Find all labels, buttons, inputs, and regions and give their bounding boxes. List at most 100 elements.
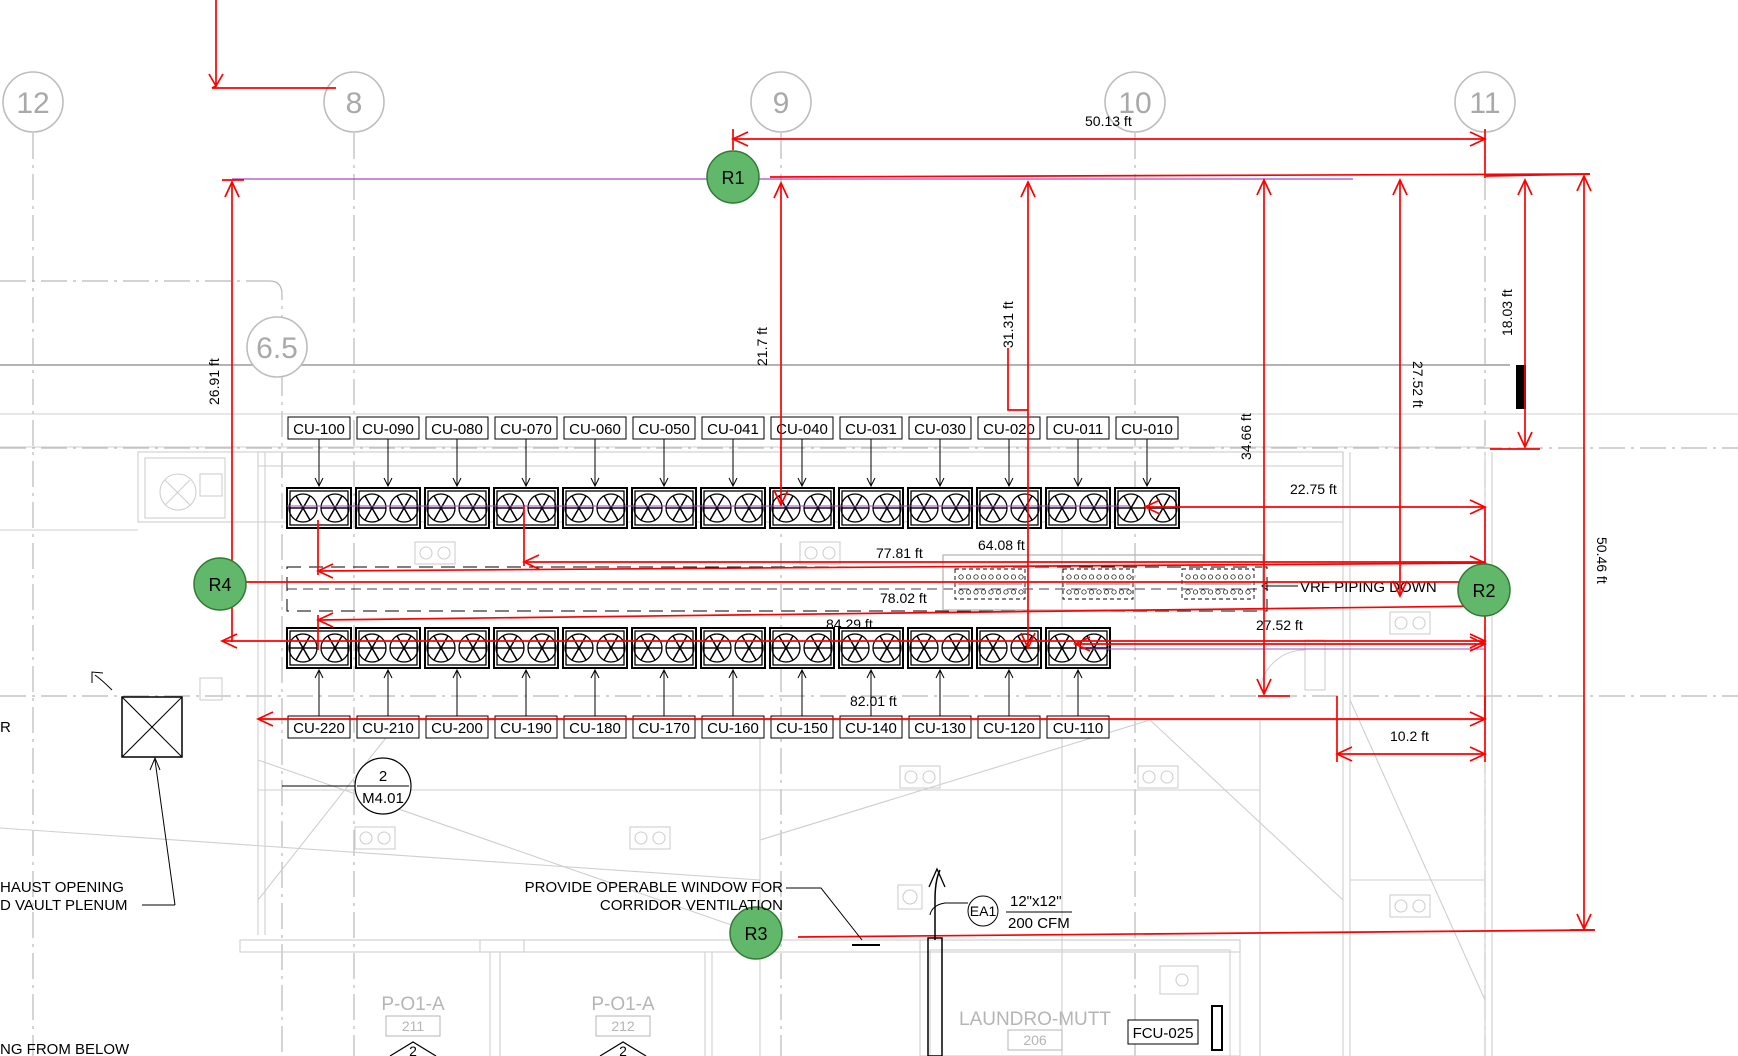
unit-tag-label: CU-190 xyxy=(500,720,552,737)
condensing-unit[interactable]: CU-011 xyxy=(1045,416,1111,529)
unit-tag-label: CU-050 xyxy=(638,421,690,438)
vrf-branch-box-1 xyxy=(954,568,1026,600)
grid-bubble-11: 11 xyxy=(1454,71,1516,133)
fcu-tag-label: FCU-025 xyxy=(1133,1025,1194,1042)
unit-tag: CU-030 xyxy=(908,416,972,440)
svg-text:P-O1-A: P-O1-A xyxy=(591,994,655,1015)
dimension-26-91: 26.91 ft xyxy=(206,358,222,405)
unit-tag-label: CU-160 xyxy=(707,720,759,737)
unit-tag-label: CU-030 xyxy=(914,421,966,438)
condensing-unit[interactable]: CU-020 xyxy=(976,416,1042,529)
unit-tag: CU-180 xyxy=(563,715,627,739)
vrf-branch-box-2 xyxy=(1062,568,1134,600)
unit-tag: CU-120 xyxy=(977,715,1041,739)
exhaust-note-line-2: D VAULT PLENUM xyxy=(0,897,128,914)
svg-text:8: 8 xyxy=(346,87,363,120)
marker-r3[interactable]: R3 xyxy=(729,906,783,960)
marker-r4[interactable]: R4 xyxy=(193,557,247,611)
condensing-unit[interactable]: CU-180 xyxy=(562,627,628,739)
unit-tag-label: CU-040 xyxy=(776,421,828,438)
unit-tag-label: CU-010 xyxy=(1121,421,1173,438)
unit-tag-label: CU-100 xyxy=(293,421,345,438)
unit-tag: CU-020 xyxy=(977,416,1041,440)
room-211: P-O1-A 211 2 xyxy=(381,994,445,1056)
section-callout[interactable]: 2 M4.01 xyxy=(282,757,412,815)
dimension-10-2: 10.2 ft xyxy=(1390,728,1429,744)
svg-text:10: 10 xyxy=(1118,87,1151,120)
section-callout-number: 2 xyxy=(379,768,387,785)
unit-tag: CU-080 xyxy=(425,416,489,440)
condensing-unit[interactable]: CU-041 xyxy=(700,416,766,529)
condensing-unit[interactable]: CU-060 xyxy=(562,416,628,529)
condensing-unit[interactable]: CU-220 xyxy=(286,627,352,739)
unit-tag-label: CU-140 xyxy=(845,720,897,737)
operable-window-note: PROVIDE OPERABLE WINDOW FOR CORRIDOR VEN… xyxy=(525,879,880,946)
marker-r2[interactable]: R2 xyxy=(1457,563,1511,617)
condensing-unit[interactable]: CU-160 xyxy=(700,627,766,739)
unit-tag-label: CU-150 xyxy=(776,720,828,737)
condensing-unit[interactable]: CU-130 xyxy=(907,627,973,739)
dimension-27-52-horizontal: 27.52 ft xyxy=(1256,617,1303,633)
grid-bubbles: 12 8 9 10 11 6.5 xyxy=(2,71,1516,378)
unit-tag: CU-031 xyxy=(839,416,903,440)
svg-text:211: 211 xyxy=(402,1018,425,1034)
unit-tag-label: CU-060 xyxy=(569,421,621,438)
section-callout-sheet: M4.01 xyxy=(362,790,404,807)
condensing-unit[interactable]: CU-170 xyxy=(631,627,697,739)
condensing-unit[interactable]: CU-110 xyxy=(1045,627,1111,739)
unit-tag-label: CU-210 xyxy=(362,720,414,737)
condensing-unit[interactable]: CU-040 xyxy=(769,416,835,529)
svg-text:P-O1-A: P-O1-A xyxy=(381,994,445,1015)
dimension-77-81: 77.81 ft xyxy=(876,545,923,561)
room-flag-212: 2 xyxy=(619,1043,627,1056)
unit-tag: CU-010 xyxy=(1115,416,1179,440)
dimension-78-02: 78.02 ft xyxy=(880,590,927,606)
condensing-unit[interactable]: CU-120 xyxy=(976,627,1042,739)
survey-markers: R1 R2 R3 R4 xyxy=(193,150,1511,960)
unit-tag: CU-170 xyxy=(632,715,696,739)
condensing-units-top-row: CU-100 CU-090 CU-080 CU-070 CU-060 CU-050 CU-0… xyxy=(286,416,1180,529)
condensing-unit[interactable]: CU-140 xyxy=(838,627,904,739)
unit-tag: CU-011 xyxy=(1046,416,1110,440)
purple-reference-lines xyxy=(232,178,1485,650)
unit-tag: CU-220 xyxy=(287,715,351,739)
condensing-unit[interactable]: CU-050 xyxy=(631,416,697,529)
unit-tag-label: CU-070 xyxy=(500,421,552,438)
room-212: P-O1-A 212 2 xyxy=(591,994,655,1056)
condensing-unit[interactable]: CU-210 xyxy=(355,627,421,739)
exhaust-opening-note: HAUST OPENING D VAULT PLENUM R NG FROM B… xyxy=(0,671,183,1056)
unit-tag-label: CU-041 xyxy=(707,421,759,438)
exhaust-air-tag[interactable]: EA1 12"x12" 200 CFM xyxy=(927,867,1072,1056)
ea-size: 12"x12" xyxy=(1010,893,1062,910)
grid-bubble-8: 8 xyxy=(323,71,385,133)
svg-text:R4: R4 xyxy=(208,575,231,595)
unit-tag: CU-100 xyxy=(287,416,351,440)
condensing-unit[interactable]: CU-150 xyxy=(769,627,835,739)
fcu-tag[interactable]: FCU-025 xyxy=(1127,1005,1223,1051)
svg-text:6.5: 6.5 xyxy=(256,332,298,365)
svg-text:12: 12 xyxy=(16,87,49,120)
unit-tag-label: CU-090 xyxy=(362,421,414,438)
condensing-unit[interactable]: CU-031 xyxy=(838,416,904,529)
condensing-unit[interactable]: CU-200 xyxy=(424,627,490,739)
marker-r1[interactable]: R1 xyxy=(706,150,760,204)
dimension-18-03: 18.03 ft xyxy=(1499,289,1515,336)
condensing-unit[interactable]: CU-100 xyxy=(286,416,352,529)
unit-tag-label: CU-031 xyxy=(845,421,897,438)
unit-tag-label: CU-011 xyxy=(1053,421,1104,438)
condensing-unit[interactable]: CU-010 xyxy=(1114,416,1180,529)
unit-tag: CU-210 xyxy=(356,715,420,739)
dimension-50-46: 50.46 ft xyxy=(1594,537,1610,584)
unit-tag: CU-140 xyxy=(839,715,903,739)
condensing-unit[interactable]: CU-030 xyxy=(907,416,973,529)
condensing-unit[interactable]: CU-090 xyxy=(355,416,421,529)
condensing-unit[interactable]: CU-080 xyxy=(424,416,490,529)
condensing-unit[interactable]: CU-070 xyxy=(493,416,559,529)
left-cut-note: R xyxy=(0,719,11,736)
unit-tag-label: CU-120 xyxy=(983,720,1035,737)
svg-text:212: 212 xyxy=(611,1018,635,1034)
svg-text:LAUNDRO-MUTT: LAUNDRO-MUTT xyxy=(959,1009,1111,1030)
condensing-unit[interactable]: CU-190 xyxy=(493,627,559,739)
